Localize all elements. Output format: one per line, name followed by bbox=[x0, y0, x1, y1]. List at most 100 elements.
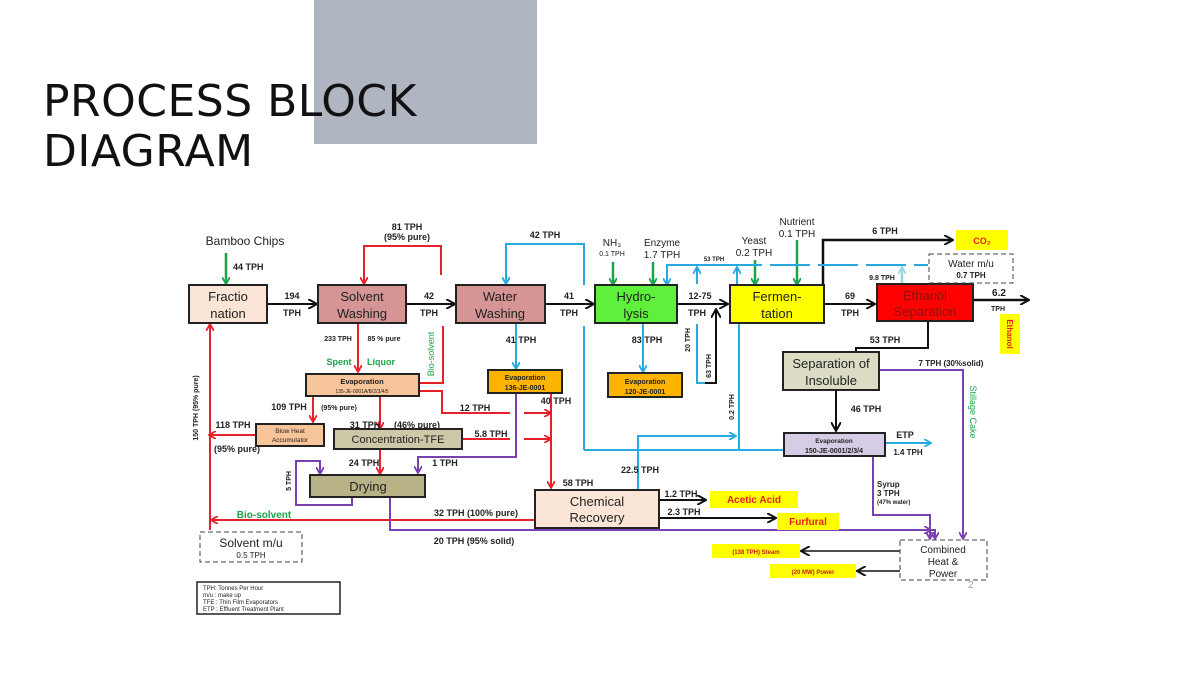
flow-label: 41 TPH bbox=[506, 335, 537, 345]
stillage-cake-line bbox=[880, 369, 963, 538]
flow-label: 9.8 TPH bbox=[869, 275, 895, 282]
recycle-42-line bbox=[506, 243, 585, 285]
block-label: Blow Heat bbox=[275, 428, 305, 435]
slide-title: PROCESS BLOCK DIAGRAM bbox=[43, 77, 417, 177]
product-label: CO₂ bbox=[973, 236, 991, 246]
recycle-53-line bbox=[667, 264, 722, 284]
block-ethanol-separation[interactable]: Ethanol Separation bbox=[876, 283, 974, 322]
flow-label: TPH bbox=[841, 308, 859, 318]
block-label: Washing bbox=[475, 306, 525, 321]
block-blow-heat-accumulator[interactable]: Blow Heat Accumulator bbox=[255, 423, 325, 447]
drying-solid-20-line bbox=[389, 498, 935, 538]
block-label: Recovery bbox=[570, 510, 625, 525]
input-yeast-label: Yeast bbox=[742, 236, 767, 247]
slide-title-line2: DIAGRAM bbox=[43, 126, 254, 177]
block-solvent-washing[interactable]: Solvent Washing bbox=[317, 284, 407, 324]
block-label: Washing bbox=[337, 306, 387, 321]
block-label: Combined bbox=[920, 545, 966, 556]
block-combined-heat-power[interactable]: Combined Heat & Power bbox=[899, 539, 988, 581]
flow-label: Bio-solvent bbox=[426, 331, 436, 376]
flow-label: 42 bbox=[424, 291, 434, 301]
flow-label: (47% water) bbox=[877, 500, 910, 506]
flow-label: 20 TPH bbox=[685, 328, 692, 352]
evap-12tph-line bbox=[420, 390, 510, 414]
flow-label: TPH bbox=[283, 308, 301, 318]
block-solvent-makeup[interactable]: Solvent m/u 0.5 TPH bbox=[199, 531, 303, 563]
product-label: (20 MW) Power bbox=[792, 570, 835, 576]
flow-label: 31 TPH bbox=[350, 420, 381, 430]
block-label: 150-JE-0001/2/3/4 bbox=[805, 448, 863, 455]
block-label: 0.7 TPH bbox=[956, 271, 986, 280]
legend-box: TPH: Tonnes Per Hour m/u : make up TFE :… bbox=[196, 581, 341, 615]
block-label: Evaporation bbox=[505, 375, 545, 382]
flow-label: Stillage Cake bbox=[968, 385, 978, 438]
flow-label: 81 TPH bbox=[392, 222, 423, 232]
block-label: Separation of bbox=[792, 356, 870, 371]
block-drying[interactable]: Drying bbox=[309, 474, 426, 498]
block-label: 136-JE-0001 bbox=[505, 385, 546, 392]
co2-line bbox=[821, 240, 952, 285]
flow-label: 24 TPH bbox=[349, 458, 380, 468]
flow-label: 1.4 TPH bbox=[893, 448, 923, 457]
product-label: Furfural bbox=[789, 517, 827, 528]
block-label: Fermen- bbox=[752, 289, 801, 304]
block-label: Power bbox=[929, 569, 958, 580]
block-label: 0.5 TPH bbox=[236, 551, 265, 560]
accent-rectangle bbox=[314, 0, 537, 144]
block-chemical-recovery[interactable]: Chemical Recovery bbox=[534, 489, 660, 529]
input-enzyme-label: Enzyme bbox=[644, 238, 681, 249]
flow-label: 2.3 TPH bbox=[667, 507, 700, 517]
block-label: Concentration-TFE bbox=[352, 434, 445, 446]
flow-label: Liquor bbox=[367, 357, 395, 367]
flow-label: 150 TPH (95% pure) bbox=[193, 375, 200, 440]
block-evaporation-150[interactable]: Evaporation 150-JE-0001/2/3/4 bbox=[783, 432, 886, 457]
block-evaporation-136[interactable]: Evaporation 136-JE-0001 bbox=[487, 369, 563, 394]
legend-item: m/u : make up bbox=[203, 593, 242, 599]
block-label: 135-JE-0001A/B/2/3/4/5 bbox=[335, 389, 389, 395]
flow-label: 53 TPH bbox=[704, 257, 724, 263]
block-label: 120-JE-0001 bbox=[625, 389, 666, 396]
flow-label: 42 TPH bbox=[530, 230, 561, 240]
block-evaporation-120[interactable]: Evaporation 120-JE-0001 bbox=[607, 372, 683, 398]
legend-item: TPH: Tonnes Per Hour bbox=[203, 586, 263, 592]
block-water-washing[interactable]: Water Washing bbox=[455, 284, 546, 324]
block-water-makeup[interactable]: Water m/u 0.7 TPH bbox=[928, 253, 1014, 284]
block-concentration-tfe[interactable]: Concentration-TFE bbox=[333, 428, 463, 450]
flow-label: (95% pure) bbox=[321, 405, 357, 412]
solid-streams bbox=[295, 369, 963, 538]
block-fermentation[interactable]: Fermen- tation bbox=[729, 284, 825, 324]
block-fractionation[interactable]: Fractio nation bbox=[188, 284, 268, 324]
flow-label: 20 TPH (95% solid) bbox=[434, 536, 515, 546]
block-label: Solvent m/u bbox=[219, 536, 282, 550]
flow-label: ETP bbox=[896, 430, 914, 440]
block-separation-insoluble[interactable]: Separation of Insoluble bbox=[782, 351, 880, 391]
flow-label: 46 TPH bbox=[851, 404, 882, 414]
block-evaporation-135[interactable]: Evaporation 135-JE-0001A/B/2/3/4/5 bbox=[305, 373, 420, 397]
flow-label: 22.5 TPH bbox=[621, 465, 659, 475]
block-label: Drying bbox=[349, 479, 387, 494]
page-number: 2 bbox=[968, 580, 974, 591]
block-hydrolysis[interactable]: Hydro- lysis bbox=[594, 284, 678, 324]
block-label: nation bbox=[210, 306, 245, 321]
block-label: Insoluble bbox=[805, 373, 857, 388]
block-label: Fractio bbox=[208, 289, 248, 304]
flow-label: 83 TPH bbox=[632, 335, 663, 345]
flow-label: 32 TPH (100% pure) bbox=[434, 508, 518, 518]
flow-label: 63 TPH bbox=[706, 354, 713, 378]
block-label: Evaporation bbox=[815, 438, 853, 445]
product-label: Acetic Acid bbox=[727, 495, 781, 506]
product-acetic-acid: Acetic Acid bbox=[710, 491, 798, 508]
flow-label: 3 TPH bbox=[877, 489, 900, 498]
legend-item: TFE : Thin Film Evaporators bbox=[203, 600, 278, 606]
flow-label: 85 % pure bbox=[367, 336, 400, 343]
block-label: Ethanol bbox=[903, 288, 947, 303]
product-power: (20 MW) Power bbox=[770, 564, 856, 578]
drying-recycle-5-line bbox=[295, 460, 353, 506]
flow-label: 7 TPH (30%solid) bbox=[919, 359, 984, 368]
flow-label: 1.7 TPH bbox=[644, 250, 681, 261]
flow-label: TPH bbox=[420, 308, 438, 318]
recycle-81-line bbox=[364, 245, 442, 283]
product-co2: CO₂ bbox=[956, 230, 1008, 250]
product-furfural: Furfural bbox=[777, 513, 839, 530]
